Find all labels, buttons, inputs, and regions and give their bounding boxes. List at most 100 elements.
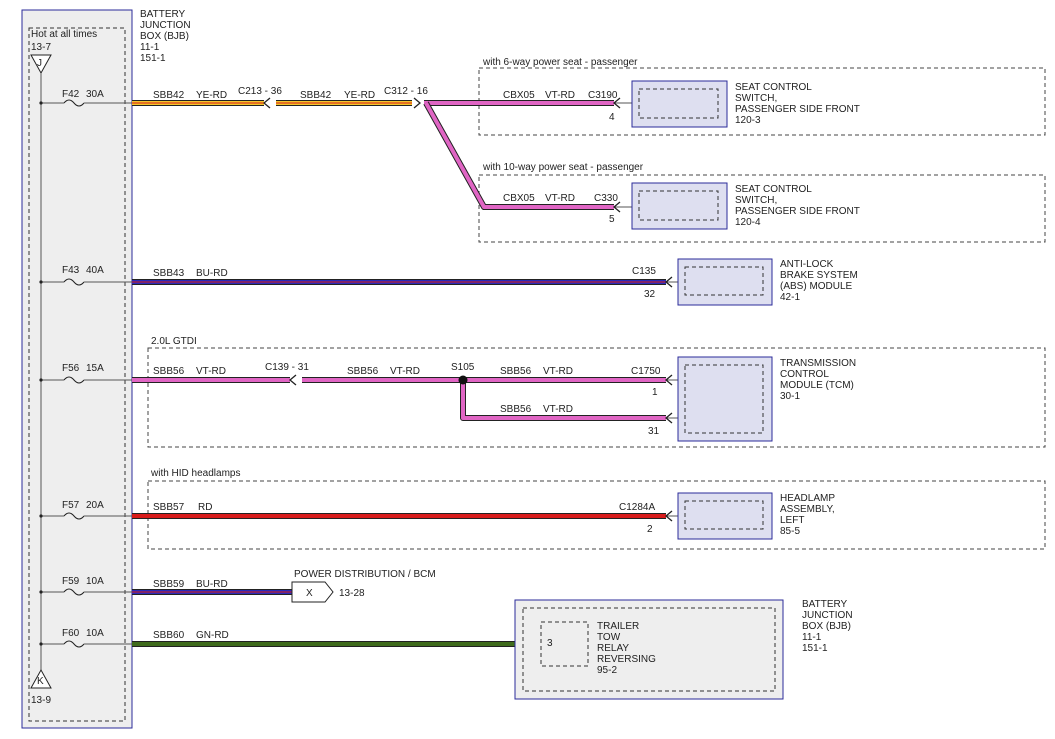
seat-switch-10way-label: SEAT CONTROL SWITCH, PASSENGER SIDE FRON… (735, 184, 860, 228)
fuse-f42: F42 30A (39, 89, 132, 107)
fuse-f56: F56 15A (39, 363, 132, 384)
svg-text:REVERSING: REVERSING (597, 654, 656, 665)
svg-text:F59: F59 (62, 576, 80, 587)
svg-text:TOW: TOW (597, 632, 621, 643)
svg-text:32: 32 (644, 289, 656, 300)
wire-sbb56-segment-4 (460, 380, 666, 421)
svg-text:YE-RD: YE-RD (344, 90, 375, 101)
svg-text:BATTERY: BATTERY (802, 599, 848, 610)
svg-text:PASSENGER SIDE FRONT: PASSENGER SIDE FRONT (735, 206, 860, 217)
svg-text:BOX (BJB): BOX (BJB) (802, 621, 851, 632)
svg-text:SEAT CONTROL: SEAT CONTROL (735, 82, 812, 93)
svg-text:LEFT: LEFT (780, 515, 804, 526)
wire-sbb42-labels: SBB42 YE-RD C213 - 36 SBB42 YE-RD C312 -… (153, 86, 428, 101)
svg-text:F57: F57 (62, 500, 80, 511)
option-label-hid: with HID headlamps (150, 468, 240, 479)
svg-text:SWITCH,: SWITCH, (735, 93, 777, 104)
wire-sbb43-labels: SBB43 BU-RD C135 32 (153, 266, 656, 300)
headlamp-module-label: HEADLAMP ASSEMBLY, LEFT 85-5 (780, 493, 835, 537)
svg-text:JUNCTION: JUNCTION (140, 20, 191, 31)
connector-c312-mark (413, 97, 422, 109)
bus-top-ref: 13-7 (31, 42, 51, 53)
svg-text:F56: F56 (62, 363, 80, 374)
svg-text:S105: S105 (451, 362, 475, 373)
svg-text:1: 1 (652, 387, 658, 398)
svg-text:20A: 20A (86, 500, 104, 511)
svg-text:C1284A: C1284A (619, 502, 655, 513)
wire-cbx05-labels: CBX05 VT-RD C3190 4 CBX05 VT-RD C330 5 (503, 90, 618, 225)
seat-switch-6way-label: SEAT CONTROL SWITCH, PASSENGER SIDE FRON… (735, 82, 860, 126)
svg-text:JUNCTION: JUNCTION (802, 610, 853, 621)
svg-text:40A: 40A (86, 265, 104, 276)
svg-text:11-1: 11-1 (140, 42, 160, 53)
svg-text:F42: F42 (62, 89, 80, 100)
svg-text:15A: 15A (86, 363, 104, 374)
wire-cbx05-10way (423, 101, 614, 210)
svg-text:GN-RD: GN-RD (196, 630, 229, 641)
svg-text:CBX05: CBX05 (503, 193, 535, 204)
svg-text:C3190: C3190 (588, 90, 618, 101)
svg-text:31: 31 (648, 426, 660, 437)
option-box-10way (478, 174, 1046, 243)
trailer-relay-label: TRAILER TOW RELAY REVERSING 95-2 (597, 621, 656, 676)
svg-text:95-2: 95-2 (597, 665, 617, 676)
svg-text:SBB60: SBB60 (153, 630, 185, 641)
bus-bottom-connector: K (30, 668, 52, 689)
svg-text:10A: 10A (86, 628, 104, 639)
wire-sbb56-labels: SBB56 VT-RD C139 - 31 SBB56 VT-RD S105 S… (153, 362, 661, 437)
power-distribution-label: POWER DISTRIBUTION / BCM (294, 569, 436, 580)
svg-text:BATTERY: BATTERY (140, 9, 186, 20)
svg-text:120-4: 120-4 (735, 217, 761, 228)
trailer-relay-pin: 3 (547, 638, 553, 649)
svg-text:C139 - 31: C139 - 31 (265, 362, 309, 373)
svg-text:5: 5 (609, 214, 615, 225)
svg-text:RELAY: RELAY (597, 643, 629, 654)
fuse-f43: F43 40A (39, 265, 132, 286)
tcm-module-label: TRANSMISSION CONTROL MODULE (TCM) 30-1 (780, 358, 856, 402)
svg-text:11-1: 11-1 (802, 632, 822, 643)
bjb-box (21, 9, 133, 729)
svg-text:C213 - 36: C213 - 36 (238, 86, 282, 97)
svg-text:F43: F43 (62, 265, 80, 276)
svg-text:C1750: C1750 (631, 366, 661, 377)
svg-text:VT-RD: VT-RD (545, 90, 575, 101)
svg-text:VT-RD: VT-RD (545, 193, 575, 204)
svg-text:85-5: 85-5 (780, 526, 800, 537)
svg-text:BU-RD: BU-RD (196, 579, 228, 590)
abs-module-label: ANTI-LOCK BRAKE SYSTEM (ABS) MODULE 42-1 (780, 259, 858, 303)
svg-text:SBB56: SBB56 (347, 366, 379, 377)
option-box-gtdi (147, 347, 1046, 448)
svg-text:SBB42: SBB42 (153, 90, 185, 101)
option-box-hid (147, 480, 1046, 550)
fuse-f57: F57 20A (39, 500, 132, 520)
option-label-gtdi: 2.0L GTDI (151, 336, 197, 347)
svg-text:K: K (37, 676, 44, 687)
wire-sbb60-labels: SBB60 GN-RD (153, 630, 229, 641)
power-distribution-ref: 13-28 (339, 588, 365, 599)
svg-text:30-1: 30-1 (780, 391, 800, 402)
svg-text:120-3: 120-3 (735, 115, 761, 126)
svg-text:CBX05: CBX05 (503, 90, 535, 101)
svg-text:SBB56: SBB56 (500, 366, 532, 377)
svg-text:BOX (BJB): BOX (BJB) (140, 31, 189, 42)
svg-text:BRAKE SYSTEM: BRAKE SYSTEM (780, 270, 858, 281)
svg-text:ASSEMBLY,: ASSEMBLY, (780, 504, 835, 515)
bjb-bottom-box (514, 599, 784, 700)
svg-text:C330: C330 (594, 193, 618, 204)
svg-text:X: X (306, 588, 313, 599)
svg-text:151-1: 151-1 (140, 53, 166, 64)
fuse-f59: F59 10A (39, 576, 132, 596)
svg-text:SBB57: SBB57 (153, 502, 185, 513)
seat-switch-10way-module (612, 182, 728, 230)
svg-text:TRAILER: TRAILER (597, 621, 639, 632)
svg-text:2: 2 (647, 524, 653, 535)
abs-module (664, 258, 773, 306)
svg-text:SBB56: SBB56 (153, 366, 185, 377)
wire-sbb57-labels: SBB57 RD C1284A 2 (153, 502, 655, 535)
svg-text:VT-RD: VT-RD (543, 366, 573, 377)
svg-text:SBB42: SBB42 (300, 90, 332, 101)
svg-text:SBB59: SBB59 (153, 579, 185, 590)
svg-text:VT-RD: VT-RD (390, 366, 420, 377)
svg-text:BU-RD: BU-RD (196, 268, 228, 279)
